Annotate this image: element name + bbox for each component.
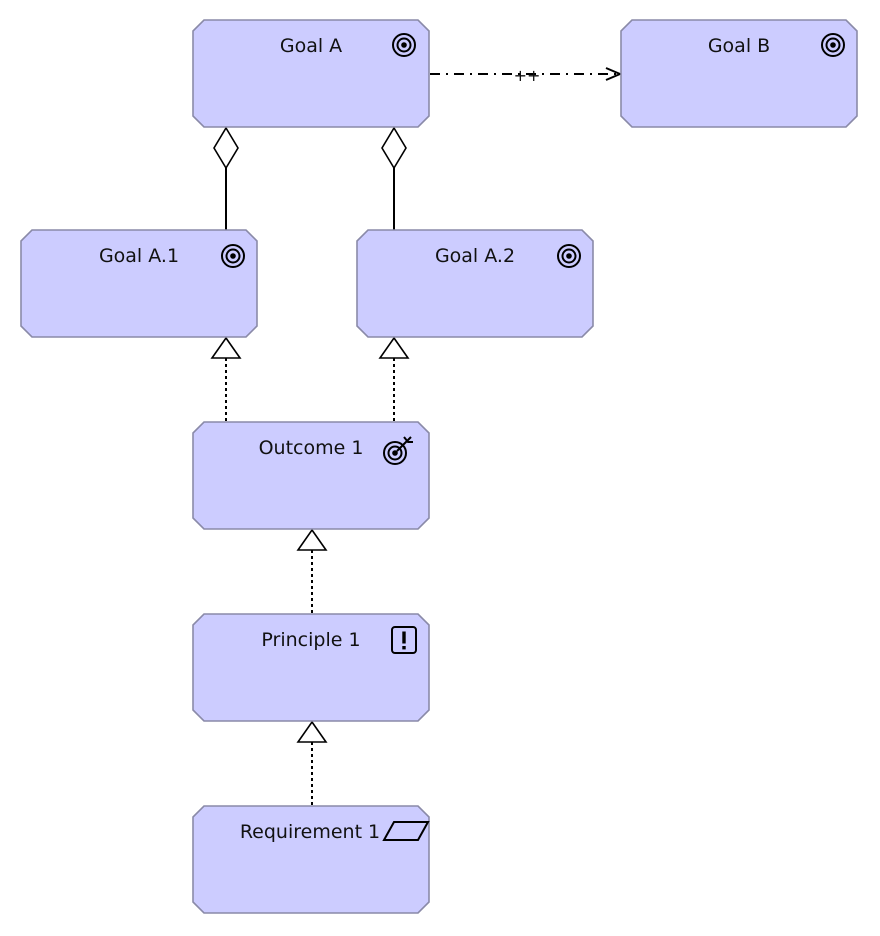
goal-icon xyxy=(557,244,581,268)
node-goal-a[interactable]: Goal A xyxy=(192,19,430,128)
requirement-icon xyxy=(382,821,430,841)
node-outcome-1[interactable]: Outcome 1 xyxy=(192,421,430,530)
node-requirement-1-label: Requirement 1 xyxy=(240,821,380,843)
influence-edge-goal-a-goal-b[interactable]: ++ xyxy=(430,66,623,85)
influence-edge-label: ++ xyxy=(514,66,541,85)
node-goal-a1[interactable]: Goal A.1 xyxy=(20,229,258,338)
aggregation-diamond xyxy=(213,126,239,170)
node-principle-1-label: Principle 1 xyxy=(261,629,360,651)
node-outcome-1-label: Outcome 1 xyxy=(259,437,364,459)
node-requirement-1[interactable]: Requirement 1 xyxy=(192,805,430,914)
aggregation-edge-goal-a-goal-a2[interactable] xyxy=(381,126,407,231)
outcome-icon xyxy=(383,436,413,465)
node-goal-a2-label: Goal A.2 xyxy=(435,245,515,267)
realization-triangle xyxy=(296,720,328,743)
realization-triangle xyxy=(296,528,328,551)
goal-icon xyxy=(221,244,245,268)
node-goal-b[interactable]: Goal B xyxy=(620,19,858,128)
realization-triangle xyxy=(378,336,410,359)
node-goal-a1-label: Goal A.1 xyxy=(99,245,179,267)
node-principle-1[interactable]: Principle 1 xyxy=(192,613,430,722)
realization-edge-principle-outcome[interactable] xyxy=(296,528,328,615)
node-goal-b-label: Goal B xyxy=(708,35,770,57)
realization-triangle xyxy=(210,336,242,359)
goal-icon xyxy=(821,33,845,57)
aggregation-edge-goal-a-goal-a1[interactable] xyxy=(213,126,239,231)
goal-icon xyxy=(392,33,416,57)
aggregation-diamond xyxy=(381,126,407,170)
realization-edge-outcome-goal-a1[interactable] xyxy=(210,336,242,423)
realization-edge-requirement-principle[interactable] xyxy=(296,720,328,807)
node-goal-a-label: Goal A xyxy=(280,35,342,57)
realization-edge-outcome-goal-a2[interactable] xyxy=(378,336,410,423)
principle-icon xyxy=(391,626,417,654)
node-goal-a2[interactable]: Goal A.2 xyxy=(356,229,594,338)
